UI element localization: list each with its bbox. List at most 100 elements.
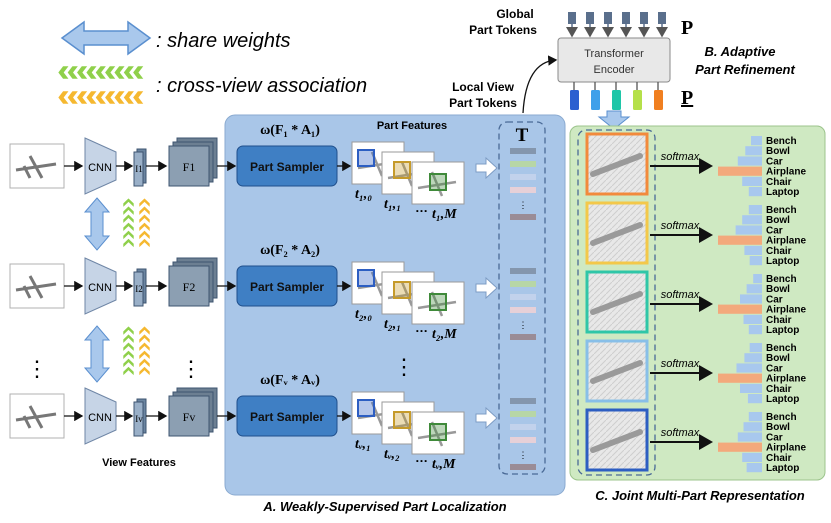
prob-bar <box>736 363 762 373</box>
prob-bar <box>743 314 762 324</box>
hollow-arrow <box>475 276 498 300</box>
cnn-block: CNN <box>84 257 117 315</box>
svg-text:Local View: Local View <box>452 80 514 94</box>
prob-bar <box>740 294 762 304</box>
svg-text:⋮: ⋮ <box>519 450 528 460</box>
global-token <box>586 12 594 24</box>
prob-bar <box>748 205 762 215</box>
prob-bar <box>718 166 762 176</box>
view-features-label: View Features <box>102 457 176 469</box>
double-arrow-icon <box>60 20 152 56</box>
part-features-label: Part Features <box>377 120 447 132</box>
view-feature-i: Iv <box>133 398 147 437</box>
prob-bar <box>745 146 762 156</box>
class-label: Bench <box>766 274 797 285</box>
class-label: Bench <box>766 412 797 423</box>
softmax-label: softmax <box>661 151 700 163</box>
view-image <box>9 263 65 309</box>
prob-bar <box>735 225 762 235</box>
omega-formula: ω(F₁ * A₁) <box>260 123 320 138</box>
ellipsis: … <box>415 320 428 335</box>
prob-bar <box>737 432 762 442</box>
class-label: Bowl <box>766 353 790 364</box>
class-label: Bench <box>766 205 797 216</box>
svg-text:Iv: Iv <box>135 414 143 424</box>
svg-text:CNN: CNN <box>88 162 112 174</box>
part-feature-image <box>411 281 465 325</box>
between-row-associations <box>83 197 151 383</box>
class-label: Chair <box>766 453 792 464</box>
ellipsis: … <box>415 450 428 465</box>
svg-text:Part Tokens: Part Tokens <box>469 23 537 37</box>
svg-text:⋮: ⋮ <box>519 200 528 210</box>
svg-text:Global: Global <box>496 7 533 21</box>
view-feature-i: I1 <box>133 148 147 187</box>
prob-bar <box>737 156 762 166</box>
global-token <box>640 12 648 24</box>
prob-bar <box>718 304 762 314</box>
part-sampler-block: Part Sampler <box>236 265 338 307</box>
class-label: Chair <box>766 177 792 188</box>
svg-text:Part Sampler: Part Sampler <box>250 410 324 424</box>
class-label: Airplane <box>766 167 806 178</box>
class-label: Bench <box>766 343 797 354</box>
refined-part-tokens <box>570 82 663 110</box>
class-label: Laptop <box>766 187 799 198</box>
svg-text:F2: F2 <box>183 280 196 294</box>
part-feature-image <box>411 161 465 205</box>
patch-column-outline <box>577 129 656 476</box>
view-image <box>9 143 65 189</box>
prob-bar <box>746 463 762 473</box>
prob-bar <box>718 235 762 245</box>
prob-bar <box>742 452 762 462</box>
part-token-label: t₂,M <box>432 327 457 342</box>
local-to-transformer-arrow <box>522 55 558 114</box>
class-label: Airplane <box>766 374 806 385</box>
cross-view-label: : cross-view association <box>156 75 367 97</box>
prob-bar <box>744 245 762 255</box>
class-label: Bowl <box>766 146 790 157</box>
class-label: Laptop <box>766 256 799 267</box>
prob-bar <box>753 274 762 284</box>
local-token-stack: ⋮ <box>510 148 536 220</box>
svg-text:CNN: CNN <box>88 282 112 294</box>
hollow-arrow <box>475 156 498 180</box>
svg-text:Part Sampler: Part Sampler <box>250 160 324 174</box>
class-label: Bowl <box>766 284 790 295</box>
p-underline-symbol: P <box>681 87 693 109</box>
legend-share-weights: : share weights <box>60 20 291 56</box>
part-token-label: t₁,₁ <box>384 197 401 212</box>
refined-token <box>633 90 642 110</box>
global-token <box>568 12 576 24</box>
class-label: Chair <box>766 315 792 326</box>
legend-cross-view: : cross-view association <box>57 65 367 105</box>
svg-text:Fv: Fv <box>183 410 196 424</box>
t-token-column <box>498 121 546 475</box>
prob-bar <box>748 325 762 335</box>
svg-text:Part Refinement: Part Refinement <box>695 62 795 77</box>
prob-bar <box>743 422 762 432</box>
softmax-label: softmax <box>661 358 700 370</box>
section-c-title: C. Joint Multi-Part Representation <box>595 488 805 503</box>
prob-bar <box>718 442 762 452</box>
class-label: Car <box>766 294 783 305</box>
feature-map-f: Fv <box>168 387 218 437</box>
prob-bar <box>747 394 762 404</box>
class-label: Car <box>766 363 783 374</box>
svg-text:CNN: CNN <box>88 412 112 424</box>
part-patch-image <box>585 408 649 472</box>
local-token-stack: ⋮ <box>510 268 536 340</box>
svg-text:Part Tokens: Part Tokens <box>449 96 517 110</box>
part-token-label: tᵥ,₁ <box>355 437 371 452</box>
global-token <box>658 12 666 24</box>
local-token-stack: ⋮ <box>510 398 536 470</box>
omega-formula: ω(Fᵥ * Aᵥ) <box>260 373 320 388</box>
prob-bar <box>748 187 762 197</box>
local-view-part-tokens-label: Local View Part Tokens <box>449 80 517 110</box>
class-label: Laptop <box>766 325 799 336</box>
prob-bar <box>749 256 762 266</box>
